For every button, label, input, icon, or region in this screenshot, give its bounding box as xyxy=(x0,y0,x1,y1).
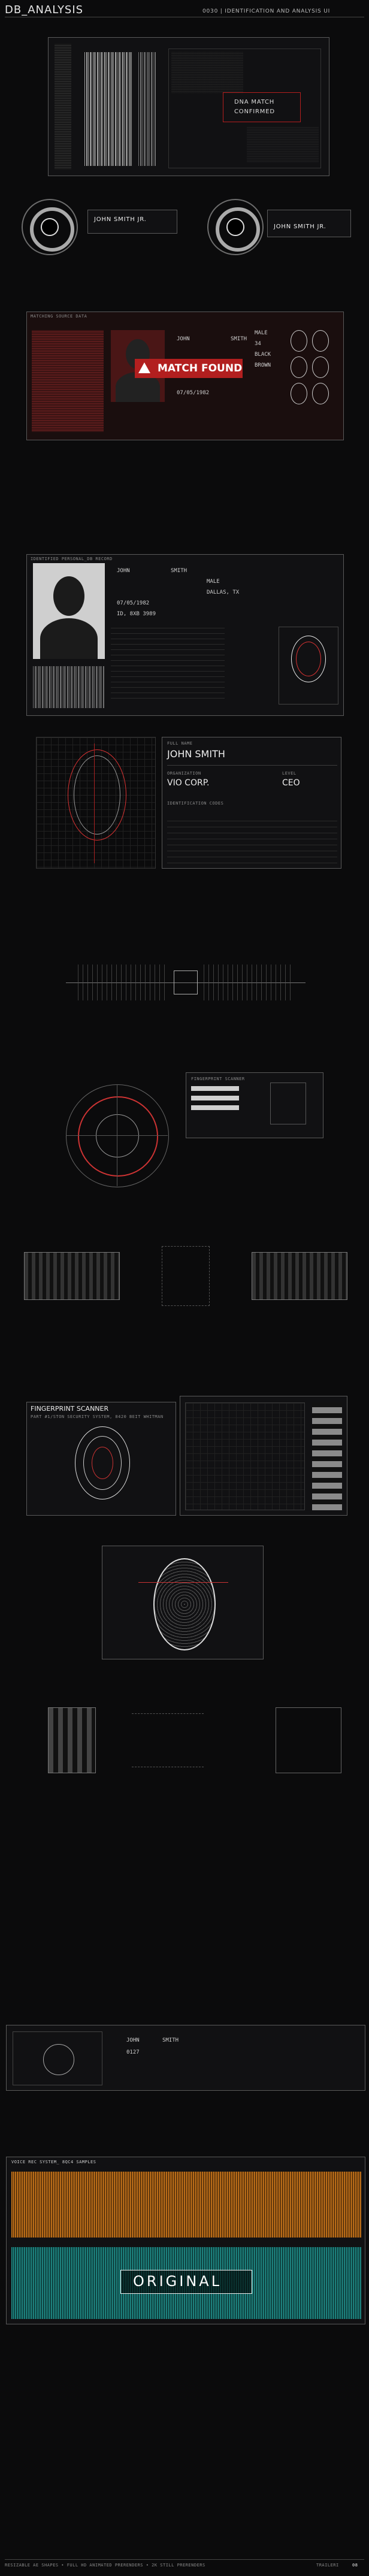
iris-name-tag-left: JOHN SMITH JR. xyxy=(87,210,177,234)
3d-print-panel xyxy=(102,1546,264,1659)
profile-location: DALLAS, TX xyxy=(207,589,240,595)
full-name-label: FULL NAME xyxy=(167,741,193,746)
match-panel-header: MATCHING SOURCE DATA xyxy=(31,314,87,319)
profile-panel-title: IDENTIFIED PERSONAL_DB RECORD xyxy=(31,557,113,561)
footer-left: RESIZABLE AE SHAPES • FULL HD ANIMATED P… xyxy=(5,2563,205,2568)
org-label: ORGANIZATION xyxy=(167,771,201,776)
iris-scan-right: JOHN SMITH JR. xyxy=(207,198,357,258)
match-hair: BROWN xyxy=(255,362,271,368)
dna-monitor: DNA MATCH CONFIRMED xyxy=(48,37,329,176)
radar-title: FINGERPRINT SCANNER xyxy=(191,1077,245,1081)
original-label: ORIGINAL xyxy=(133,2273,222,2290)
profile-text-block xyxy=(111,627,225,699)
match-first: JOHN xyxy=(177,336,190,342)
match-found-panel: MATCHING SOURCE DATA MATCH FOUND JOHN SM… xyxy=(26,312,344,440)
profile-gender: MALE xyxy=(207,579,220,585)
match-attributes: MALE 34 BLACK BROWN xyxy=(255,330,338,432)
iris-name-tag-right: JOHN SMITH JR. xyxy=(267,210,351,237)
mini-dash: JOHN SMITH 0127 xyxy=(6,2025,365,2091)
iris-name-right: JOHN SMITH JR. xyxy=(274,223,326,230)
footer-right: TRAILERI xyxy=(316,2563,339,2568)
robot-arms xyxy=(24,1234,347,1324)
match-eyes: BLACK xyxy=(255,352,271,358)
top-header: DB_ANALYSIS 0030 | IDENTIFICATION AND AN… xyxy=(5,4,364,22)
fingerprint-grid xyxy=(291,330,332,426)
fingerprint-scanner-panel: FINGERPRINT SCANNER PART #1/STON SECURIT… xyxy=(26,1402,176,1516)
header-tag: 0030 | IDENTIFICATION AND ANALYSIS UI xyxy=(202,8,331,14)
full-name-value: JOHN SMITH xyxy=(167,748,225,760)
radar-info: FINGERPRINT SCANNER xyxy=(186,1072,323,1138)
profile-dob: 07/05/1982 xyxy=(117,600,150,606)
original-label-box: ORIGINAL xyxy=(120,2270,252,2294)
dna-left-column xyxy=(55,44,71,170)
dna-match-line2: CONFIRMED xyxy=(234,108,275,115)
profile-first: JOHN xyxy=(117,568,130,574)
dna-data-panel: DNA MATCH CONFIRMED xyxy=(168,49,321,168)
footer: RESIZABLE AE SHAPES • FULL HD ANIMATED P… xyxy=(5,2559,364,2571)
scanner-monitor xyxy=(180,1396,347,1516)
mini-last: SMITH xyxy=(162,2037,179,2043)
iris-name-left: JOHN SMITH JR. xyxy=(94,216,147,223)
mini-code: 0127 xyxy=(126,2049,140,2055)
level-value: CEO xyxy=(282,778,300,788)
profile-fingerprint xyxy=(279,627,338,705)
codes-lines xyxy=(167,815,337,863)
circuit-graphic xyxy=(66,953,306,1018)
dna-sequence-bars-2 xyxy=(138,52,156,166)
match-found-banner: MATCH FOUND xyxy=(135,359,243,378)
warning-icon xyxy=(138,362,150,373)
face-info: FULL NAME JOHN SMITH ORGANIZATION VIO CO… xyxy=(162,737,341,869)
radar-section: FINGERPRINT SCANNER xyxy=(66,1072,323,1198)
mini-first: JOHN xyxy=(126,2037,140,2043)
dna-match-box: DNA MATCH CONFIRMED xyxy=(223,92,301,122)
profile-photo xyxy=(33,563,105,659)
match-dob: 07/05/1982 xyxy=(177,390,210,396)
scanner-print xyxy=(63,1426,141,1510)
match-gender: MALE xyxy=(255,330,268,336)
dna-match-line1: DNA MATCH xyxy=(234,99,275,105)
profile-last: SMITH xyxy=(171,568,187,574)
voice-wave-top xyxy=(11,2172,361,2238)
match-last: SMITH xyxy=(231,336,247,342)
profile-id: ID, 8XB 3989 xyxy=(117,611,156,617)
level-label: LEVEL xyxy=(282,771,297,776)
voice-panel: VOICE REC SYSTEM_ 8QC4 SAMPLES ORIGINAL xyxy=(6,2157,365,2324)
page-title: DB_ANALYSIS xyxy=(5,4,84,16)
match-age: 34 xyxy=(255,341,261,347)
match-left-photo xyxy=(32,330,104,432)
profile-record-panel: IDENTIFIED PERSONAL_DB RECORD JOHN SMITH… xyxy=(26,554,344,716)
profile-barcode xyxy=(33,666,105,708)
voice-header: VOICE REC SYSTEM_ 8QC4 SAMPLES xyxy=(11,2160,96,2164)
iris-scan-left: JOHN SMITH JR. xyxy=(22,198,189,258)
codes-label: IDENTIFICATION CODES xyxy=(167,801,224,806)
scanner-title: FINGERPRINT SCANNER xyxy=(31,1405,109,1413)
org-value: VIO CORP. xyxy=(167,778,210,788)
hand-scan xyxy=(24,1707,347,1785)
scanner-note: PART #1/STON SECURITY SYSTEM, 8420 BEIT … xyxy=(31,1414,164,1419)
face-scan-panel: FULL NAME JOHN SMITH ORGANIZATION VIO CO… xyxy=(36,737,341,872)
dna-sequence-bars xyxy=(84,52,132,166)
match-found-text: MATCH FOUND xyxy=(158,362,243,374)
face-wireframe-area xyxy=(36,737,156,869)
footer-page: 08 xyxy=(352,2563,358,2568)
